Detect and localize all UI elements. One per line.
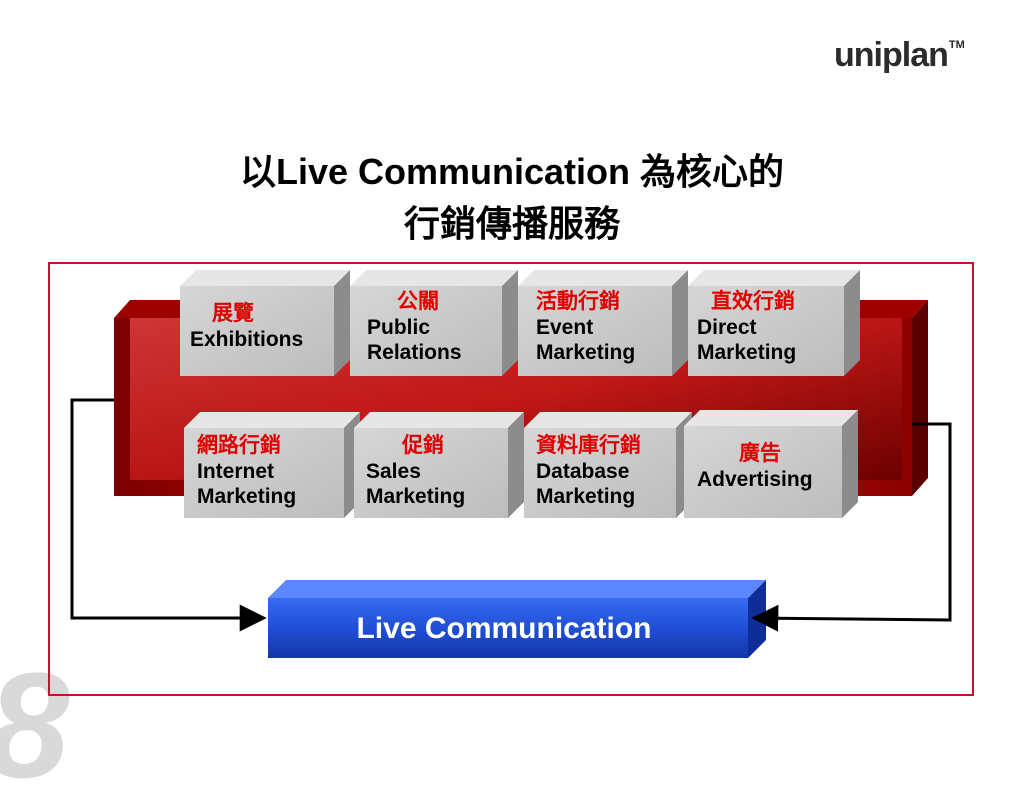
diagram-graphics xyxy=(70,270,952,658)
service-label-internet-marketing: 網路行銷 Internet Marketing xyxy=(197,432,296,509)
live-communication-label: Live Communication xyxy=(356,612,652,645)
service-en-1: Advertising xyxy=(697,468,813,491)
title-line-1: 以Live Communication 為核心的 xyxy=(239,151,785,192)
service-en-1: Sales xyxy=(366,460,421,483)
feedback-loop xyxy=(70,398,952,632)
service-label-direct-marketing: 直效行銷 Direct Marketing xyxy=(697,288,796,365)
service-en-1: Database xyxy=(536,460,630,483)
service-en-1: Exhibitions xyxy=(190,328,304,351)
service-zh: 展覽 xyxy=(212,302,254,325)
service-label-database-marketing: 資料庫行銷 Database Marketing xyxy=(536,432,641,509)
service-box-4 xyxy=(688,270,860,376)
title-line-2: 行銷傳播服務 xyxy=(403,203,620,244)
right-loop-arrow xyxy=(751,422,952,632)
service-zh: 促銷 xyxy=(402,434,444,457)
service-en-2: Marketing xyxy=(197,485,297,508)
service-zh: 廣告 xyxy=(739,442,781,465)
service-zh: 公關 xyxy=(397,290,439,313)
service-en-2: Marketing xyxy=(536,341,636,364)
service-en-1: Internet xyxy=(197,460,275,483)
service-en-2: Relations xyxy=(367,341,462,364)
service-en-1: Direct xyxy=(697,316,757,339)
uniplan-logo: uniplanTM xyxy=(834,36,965,75)
diagram-frame xyxy=(48,262,974,696)
live-communication-bar xyxy=(268,580,766,658)
service-en-2: Marketing xyxy=(697,341,797,364)
service-label-sales-marketing: 促銷 Sales Marketing xyxy=(366,432,465,509)
service-en-2: Marketing xyxy=(536,485,636,508)
service-en-1: Event xyxy=(536,316,594,339)
service-box-8 xyxy=(684,410,858,518)
service-label-event-marketing: 活動行銷 Event Marketing xyxy=(536,288,635,365)
service-zh: 直效行銷 xyxy=(711,290,795,313)
service-box-3 xyxy=(518,270,688,376)
service-box-2 xyxy=(350,270,518,376)
service-en-2: Marketing xyxy=(366,485,466,508)
logo-text: uniplan xyxy=(834,36,949,74)
service-label-public-relations: 公關 Public Relations xyxy=(367,288,462,365)
slide-title: 以Live Communication 為核心的 行銷傳播服務 xyxy=(0,146,1024,250)
service-zh: 網路行銷 xyxy=(197,434,281,457)
service-zh: 資料庫行銷 xyxy=(536,434,641,457)
service-box-1 xyxy=(180,270,350,376)
service-en-1: Public xyxy=(367,316,431,339)
trademark-mark: TM xyxy=(948,38,965,51)
service-box-6 xyxy=(354,412,524,518)
service-label-advertising: 廣告 Advertising xyxy=(697,440,813,492)
left-loop-arrow xyxy=(70,398,267,632)
service-label-exhibitions: 展覽 Exhibitions xyxy=(190,300,303,352)
service-zh: 活動行銷 xyxy=(536,290,620,313)
